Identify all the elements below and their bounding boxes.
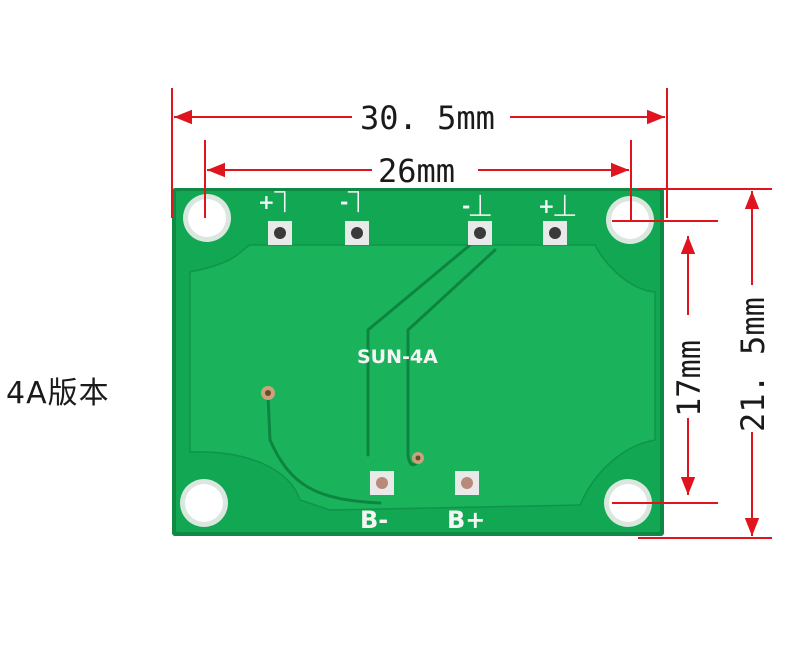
dim-hole-height-label: 17mm	[670, 340, 708, 417]
solder-pads	[261, 221, 567, 495]
dim-hole-width-label: 26mm	[378, 152, 455, 190]
dimension-annotations	[171, 88, 772, 539]
board-model-label: SUN-4A	[357, 346, 438, 368]
dim-outer-height-label: 21. 5mm	[734, 297, 772, 432]
pad-label-in-neg: -⏊	[462, 194, 491, 218]
version-label: 4A版本	[6, 376, 110, 411]
pad-label-out-pos: +⏋	[258, 190, 295, 214]
copper-pour	[189, 244, 656, 511]
pad-label-bat-neg: B-	[360, 506, 388, 534]
pad-label-bat-pos: B+	[447, 506, 485, 534]
dim-outer-width-label: 30. 5mm	[360, 99, 495, 137]
pad-label-in-pos: +⏊	[538, 194, 576, 218]
pcb-board: +⏋ -⏋ -⏊ +⏊ SUN-4A B- B+	[172, 188, 664, 536]
pad-label-out-neg: -⏋	[340, 190, 368, 214]
